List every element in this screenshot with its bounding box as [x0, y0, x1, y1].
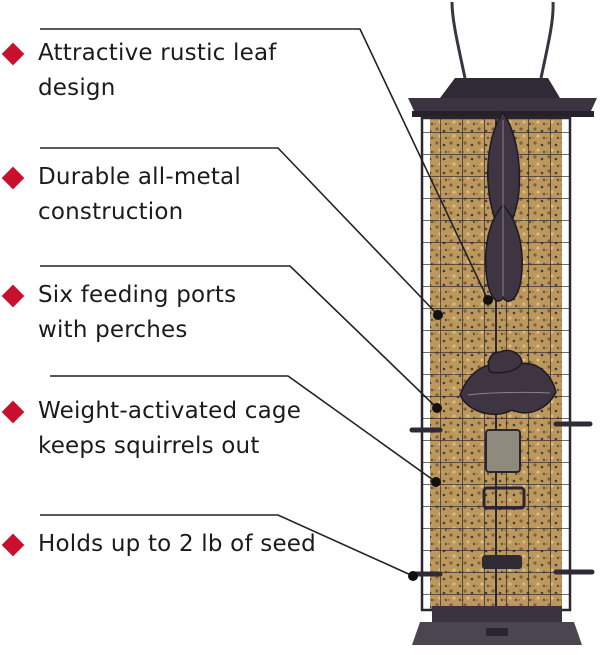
callout-line-leaf [40, 28, 489, 301]
callout-line-ports [40, 265, 438, 409]
feature-line-1: Six feeding ports [38, 282, 237, 308]
callout-line-cage [50, 375, 437, 483]
feature-line-1: Holds up to 2 lb of seed [38, 531, 316, 557]
feeding-port [482, 429, 526, 569]
feature-line-1: Attractive rustic leaf [38, 40, 277, 66]
feature-text: Durable all-metal construction [38, 160, 241, 230]
callout-dot-icon [408, 295, 493, 581]
feature-line-1: Durable all-metal [38, 164, 241, 190]
hanger-wire [450, 1, 467, 79]
feature-line-2: design [38, 75, 116, 101]
callout-line-metal [40, 147, 439, 316]
feature-text: Weight-activated cage keeps squirrels ou… [38, 394, 301, 464]
feature-text: Holds up to 2 lb of seed [38, 527, 316, 562]
feature-line-1: Weight-activated cage [38, 398, 302, 424]
leaf-decoration [459, 110, 557, 416]
feature-line-2: with perches [38, 317, 188, 343]
feature-line-2: construction [38, 199, 184, 225]
feeder-base [412, 606, 582, 645]
feature-line-2: keeps squirrels out [38, 433, 260, 459]
feeder-roof [408, 78, 597, 117]
feature-text: Attractive rustic leaf design [38, 36, 277, 106]
hanger-wire [539, 1, 555, 79]
callout-lines [40, 28, 489, 577]
feature-text: Six feeding ports with perches [38, 278, 236, 348]
callout-line-seed [40, 514, 414, 577]
